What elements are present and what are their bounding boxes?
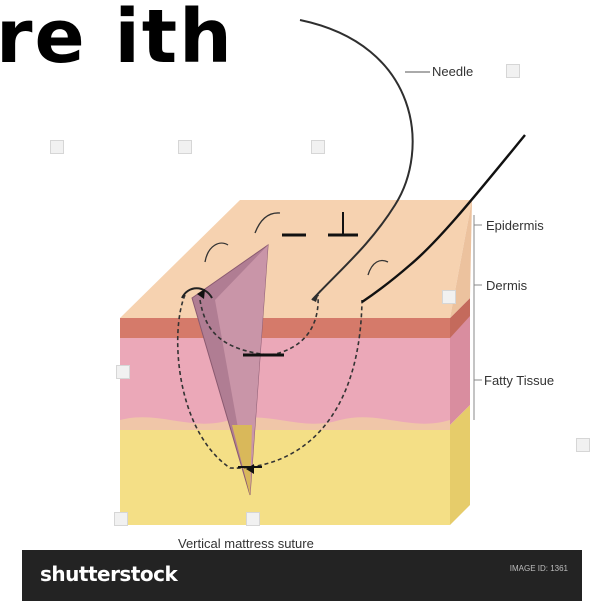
stock-footer-bar: shutterstock IMAGE ID: 1361 [22, 550, 582, 601]
skin-top-surface [120, 200, 472, 318]
watermark-square [178, 140, 192, 154]
fatty-tissue-side [450, 405, 470, 525]
watermark-square [116, 365, 130, 379]
label-needle: Needle [432, 64, 473, 79]
watermark-square [114, 512, 128, 526]
watermark-square [246, 512, 260, 526]
brand-logo: shutterstock [40, 562, 177, 586]
watermark-square [50, 140, 64, 154]
watermark-square [311, 140, 325, 154]
page-title-fragment: re ith [0, 0, 234, 74]
fatty-tissue-front [120, 425, 450, 525]
asset-id: IMAGE ID: 1361 [510, 564, 568, 574]
watermark-square [576, 438, 590, 452]
label-fatty-tissue: Fatty Tissue [484, 373, 554, 388]
dermis-front [120, 325, 450, 425]
label-epidermis: Epidermis [486, 218, 544, 233]
caption-vertical-mattress: Vertical mattress suture [178, 536, 314, 551]
epidermis-stripe [120, 318, 450, 338]
watermark-square [442, 290, 456, 304]
watermark-square [506, 64, 520, 78]
label-dermis: Dermis [486, 278, 527, 293]
